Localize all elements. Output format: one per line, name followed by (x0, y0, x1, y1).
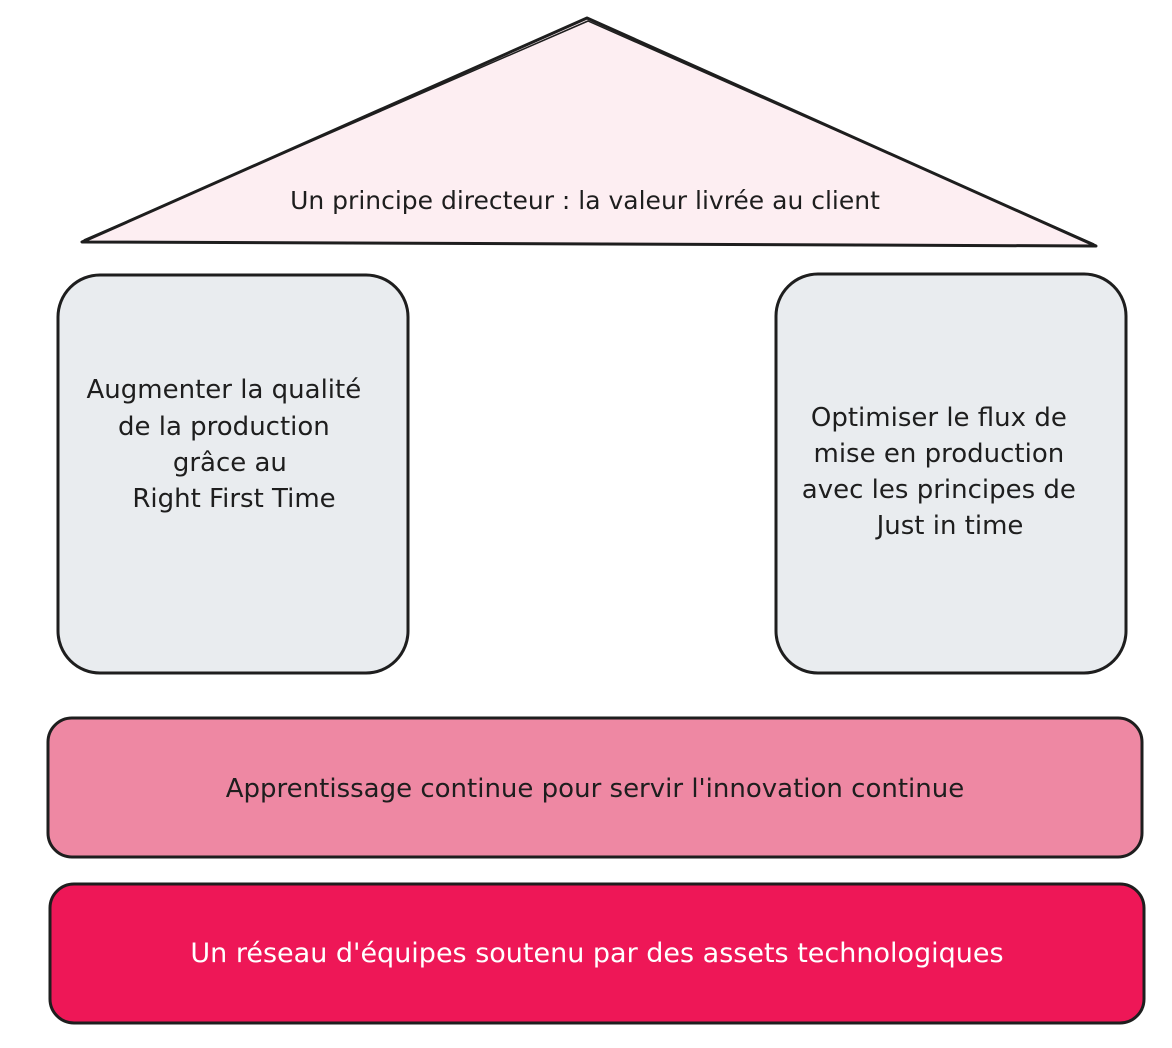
pillar-left-line: Right First Time (132, 484, 335, 514)
pillar-left-text: Augmenter la qualité de la production gr… (87, 375, 370, 514)
pillar-left-line: grâce au (173, 448, 287, 478)
learning-band: Apprentissage continue pour servir l'inn… (46, 716, 1144, 859)
roof: Un principe directeur : la valeur livrée… (80, 16, 1098, 248)
pillar-right-line: Just in time (875, 511, 1024, 541)
learning-band-box (46, 716, 1144, 859)
pillar-right-box (774, 272, 1128, 675)
pillar-left-line: de la production (118, 412, 330, 442)
foundation: Un réseau d'équipes soutenu par des asse… (48, 882, 1146, 1025)
pillar-left-line: Augmenter la qualité (87, 375, 362, 405)
foundation-label: Un réseau d'équipes soutenu par des asse… (190, 938, 1003, 969)
pillar-right-text: Optimiser le flux de mise en production … (802, 403, 1084, 541)
foundation-box (48, 882, 1146, 1025)
pillar-right: Optimiser le flux de mise en production … (774, 272, 1128, 675)
pillar-left-box (56, 273, 410, 675)
pillar-left: Augmenter la qualité de la production gr… (56, 273, 410, 675)
learning-band-label: Apprentissage continue pour servir l'inn… (226, 774, 964, 804)
roof-label: Un principe directeur : la valeur livrée… (290, 186, 880, 215)
pillar-right-line: avec les principes de (802, 475, 1076, 505)
pillar-right-line: mise en production (814, 439, 1065, 469)
pillar-right-line: Optimiser le flux de (811, 403, 1067, 433)
roof-sketch-line (83, 20, 1095, 245)
